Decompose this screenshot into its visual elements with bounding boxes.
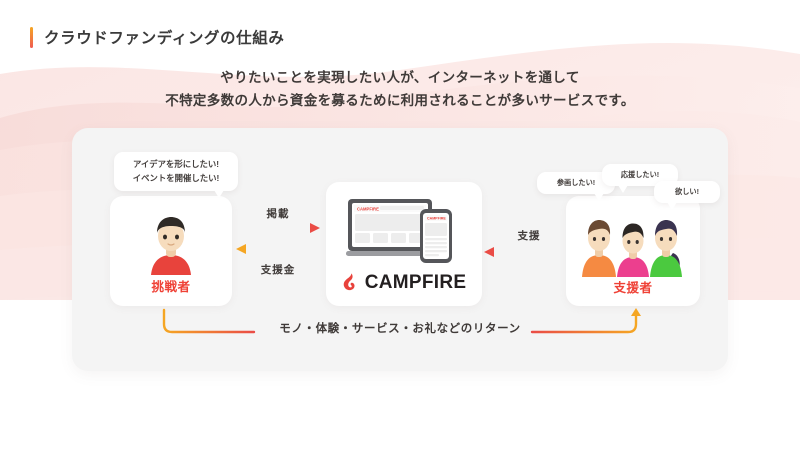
challenger-card: 挑戦者: [110, 196, 232, 306]
campfire-logo-text: CAMPFIRE: [364, 271, 467, 293]
page-title: クラウドファンディングの仕組み: [44, 30, 285, 47]
challenger-avatar: [151, 217, 191, 275]
supporter-bubble-2-text: 応援したい!: [620, 170, 660, 179]
support-arrow-icon: [484, 247, 574, 257]
challenger-label: 挑戦者: [151, 280, 191, 294]
publish-arrow-icon: [236, 223, 320, 233]
supporters-avatars: [582, 220, 682, 277]
funding-arrow-label: 支援金: [260, 264, 296, 276]
return-arrow-label: モノ・体験・サービス・お礼などのリターン: [275, 320, 525, 336]
supporter-bubble-3-text: 欲しい!: [675, 187, 699, 196]
support-arrow-label: 支援: [517, 230, 541, 242]
campfire-logo: CAMPFIRE: [342, 272, 467, 294]
return-arrow-icon: [162, 308, 641, 334]
bubble-tail: [594, 193, 604, 201]
page-header: クラウドファンディングの仕組み: [30, 26, 284, 48]
supporter-bubble-1-text: 参画したい!: [556, 178, 596, 187]
challenger-bubble-line-1: アイデアを形にしたい!: [132, 159, 220, 169]
supporter-platform-arrow: 支援: [484, 228, 574, 264]
bubble-tail: [618, 185, 628, 193]
subtitle-line-1: やりたいことを実現したい人が、インターネットを通して: [220, 70, 580, 85]
bubble-tail: [667, 202, 677, 210]
supporter-label: 支援者: [613, 281, 653, 295]
challenger-platform-arrows: 掲載 支援金: [236, 206, 320, 277]
supporter-bubble-3: 欲しい!: [654, 181, 720, 210]
supporter-card: 支援者: [566, 196, 700, 306]
challenger-speech-bubble: アイデアを形にしたい! イベントを開催したい!: [114, 152, 238, 199]
bubble-tail: [214, 190, 224, 199]
platform-card: CAMPFIRE CAMPFIRE CAMPFIRE: [326, 182, 482, 306]
subtitle-line-2: 不特定多数の人から資金を募るために利用されることが多いサービスです。: [165, 93, 635, 109]
phone-logo-text: CAMPFIRE: [427, 216, 446, 220]
supporter-bubble-1: 参画したい!: [537, 172, 615, 201]
funding-arrow-icon: [236, 244, 320, 254]
device-logo-text: CAMPFIRE: [357, 206, 379, 211]
supporter-bubble-2: 応援したい!: [602, 164, 678, 193]
page-subtitle: やりたいことを実現したい人が、インターネットを通して 不特定多数の人から資金を募…: [0, 66, 800, 112]
publish-arrow-label: 掲載: [266, 208, 290, 220]
challenger-bubble-line-2: イベントを開催したい!: [132, 172, 220, 183]
return-flow-arrow: モノ・体験・サービス・お礼などのリターン: [150, 306, 650, 354]
campfire-flame-icon: [343, 272, 355, 290]
title-accent-bar: [30, 26, 33, 48]
devices-illustration: CAMPFIRE CAMPFIRE: [346, 198, 452, 263]
